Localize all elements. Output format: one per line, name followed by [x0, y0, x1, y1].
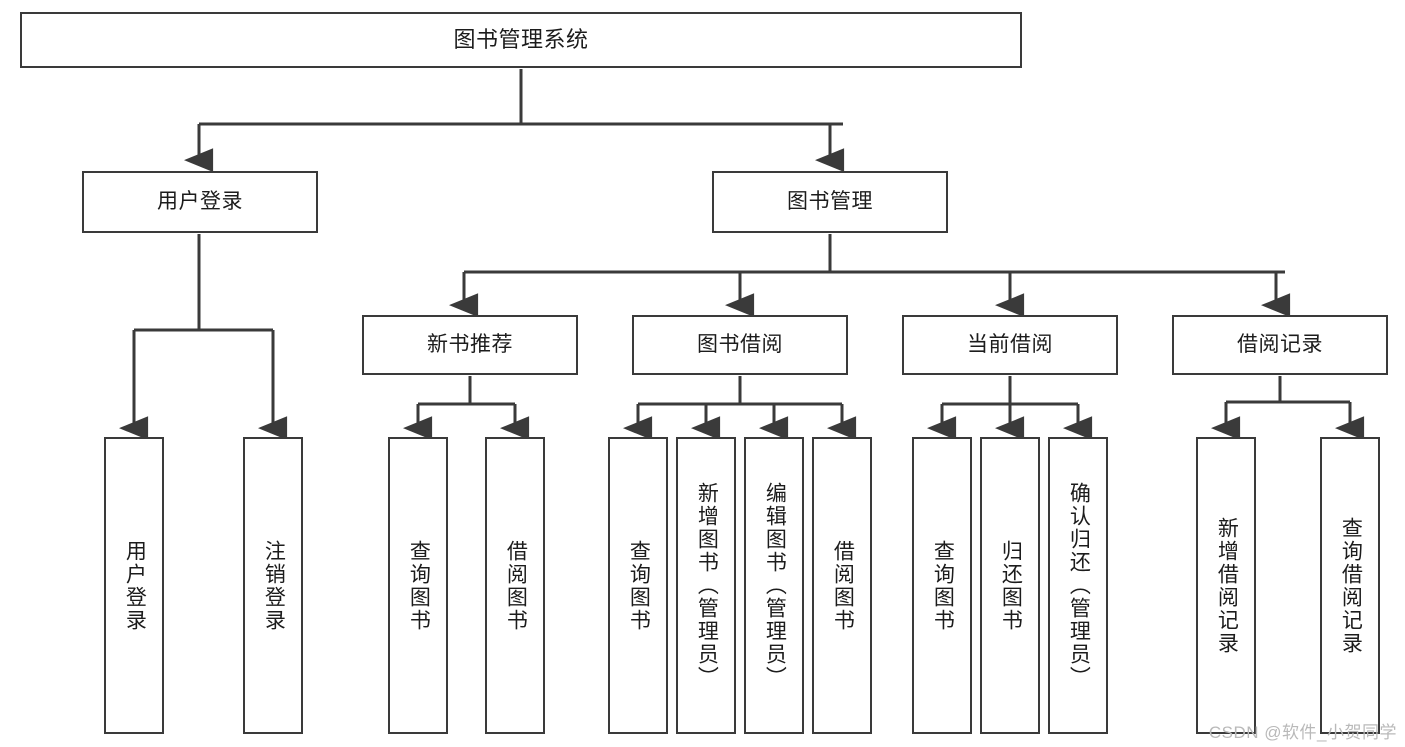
node-leaf-edit-book-label: 编辑图书（管理员） — [763, 482, 787, 689]
node-leaf-add-record-label: 新增借阅记录 — [1215, 516, 1239, 655]
node-leaf-borrow-book-1[interactable]: 借阅图书 — [485, 437, 545, 734]
node-new-book-recommend[interactable]: 新书推荐 — [362, 315, 578, 375]
node-leaf-logout-login[interactable]: 注销登录 — [243, 437, 303, 734]
node-root-label: 图书管理系统 — [453, 27, 589, 53]
node-leaf-user-login-label: 用户登录 — [123, 539, 147, 632]
node-borrow-record-label: 借阅记录 — [1237, 332, 1323, 356]
node-current-borrow[interactable]: 当前借阅 — [902, 315, 1118, 375]
node-leaf-query-book-3-label: 查询图书 — [931, 539, 955, 632]
node-leaf-borrow-book-1-label: 借阅图书 — [504, 539, 528, 632]
node-leaf-user-login[interactable]: 用户登录 — [104, 437, 164, 734]
node-leaf-return-book-label: 归还图书 — [999, 539, 1023, 632]
node-book-manage-label: 图书管理 — [787, 189, 873, 213]
node-user-login[interactable]: 用户登录 — [82, 171, 318, 233]
node-leaf-add-book[interactable]: 新增图书（管理员） — [676, 437, 736, 734]
node-leaf-borrow-book-2[interactable]: 借阅图书 — [812, 437, 872, 734]
node-leaf-query-book-1-label: 查询图书 — [407, 539, 431, 632]
node-leaf-query-book-2-label: 查询图书 — [627, 539, 651, 632]
node-leaf-query-book-1[interactable]: 查询图书 — [388, 437, 448, 734]
node-leaf-add-book-label: 新增图书（管理员） — [695, 482, 719, 689]
node-leaf-confirm-return[interactable]: 确认归还（管理员） — [1048, 437, 1108, 734]
node-new-book-recommend-label: 新书推荐 — [427, 332, 513, 356]
node-leaf-edit-book[interactable]: 编辑图书（管理员） — [744, 437, 804, 734]
node-leaf-query-record-label: 查询借阅记录 — [1339, 516, 1363, 655]
node-book-manage[interactable]: 图书管理 — [712, 171, 948, 233]
node-leaf-query-book-3[interactable]: 查询图书 — [912, 437, 972, 734]
node-leaf-query-record[interactable]: 查询借阅记录 — [1320, 437, 1380, 734]
node-book-borrow-label: 图书借阅 — [697, 332, 783, 356]
node-borrow-record[interactable]: 借阅记录 — [1172, 315, 1388, 375]
node-leaf-add-record[interactable]: 新增借阅记录 — [1196, 437, 1256, 734]
node-leaf-query-book-2[interactable]: 查询图书 — [608, 437, 668, 734]
node-user-login-label: 用户登录 — [157, 189, 243, 213]
node-leaf-return-book[interactable]: 归还图书 — [980, 437, 1040, 734]
node-current-borrow-label: 当前借阅 — [967, 332, 1053, 356]
node-leaf-logout-login-label: 注销登录 — [262, 539, 286, 632]
node-book-borrow[interactable]: 图书借阅 — [632, 315, 848, 375]
node-leaf-borrow-book-2-label: 借阅图书 — [831, 539, 855, 632]
node-root[interactable]: 图书管理系统 — [20, 12, 1022, 68]
node-leaf-confirm-return-label: 确认归还（管理员） — [1067, 482, 1091, 689]
